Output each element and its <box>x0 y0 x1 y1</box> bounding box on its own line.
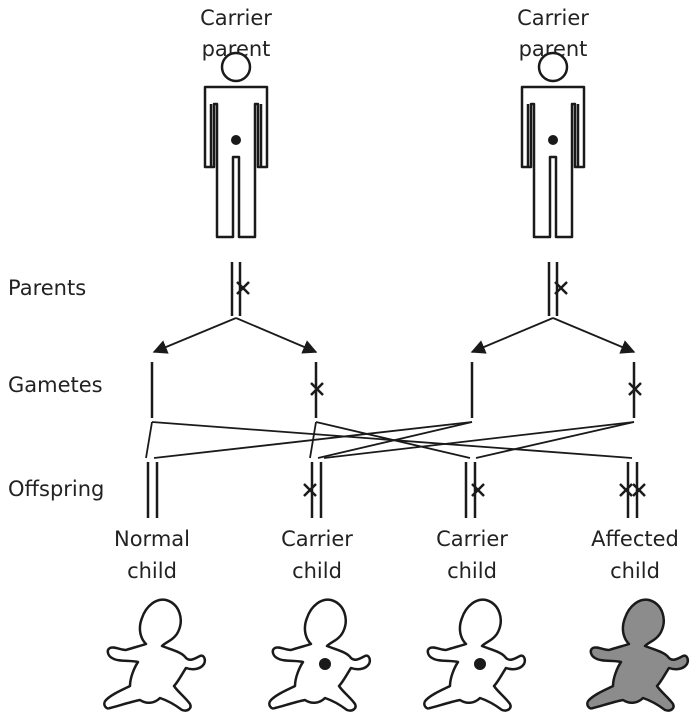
offspring-chromosomes <box>146 462 646 518</box>
child-1-label-line1: Normal <box>114 527 190 551</box>
child-1-label-line2: child <box>127 559 177 583</box>
child-4-baby-icon <box>586 598 690 712</box>
row-label-parents: Parents <box>8 276 86 300</box>
child-4-label-line1: Affected <box>591 527 679 551</box>
child-1-baby-icon <box>103 598 207 712</box>
parent-2-label-line1: Carrier <box>517 6 589 30</box>
child-2-carrier-dot <box>319 658 331 670</box>
parent-2-carrier-dot <box>548 135 558 145</box>
child-2-label-line1: Carrier <box>281 527 353 551</box>
parent-2-chromosomes <box>547 262 568 316</box>
parent-1-figure-icon <box>203 51 269 239</box>
row-label-gametes: Gametes <box>8 373 103 397</box>
parent-1-carrier-dot <box>231 135 241 145</box>
child-4-label-line2: child <box>610 559 660 583</box>
child-3-label-line1: Carrier <box>436 527 508 551</box>
child-3-baby-icon <box>423 598 527 712</box>
parent-1-chromosomes <box>230 262 250 316</box>
parent-1-label-line1: Carrier <box>200 6 272 30</box>
fertilisation-lines <box>145 421 635 459</box>
meiosis-arrows <box>152 317 636 354</box>
child-2-baby-icon <box>268 598 372 712</box>
child-2-label-line2: child <box>292 559 342 583</box>
child-3-label-line2: child <box>447 559 497 583</box>
child-3-carrier-dot <box>474 658 486 670</box>
row-label-offspring: Offspring <box>8 477 104 501</box>
gametes <box>150 362 642 418</box>
parent-2-figure-icon <box>520 51 586 239</box>
